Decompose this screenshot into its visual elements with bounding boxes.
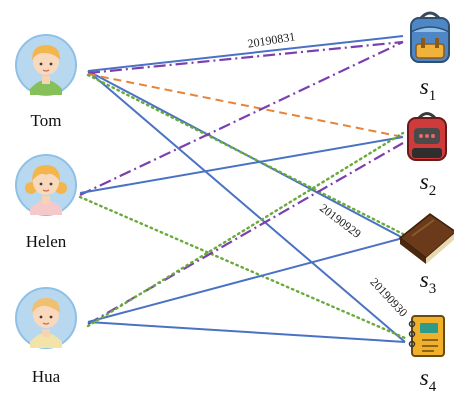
edge-label-tom-s3: 20190929 — [317, 201, 364, 241]
edge-tom-s3-green-dotted — [86, 73, 405, 236]
edge-hua-s2-green-dotted — [86, 131, 405, 328]
edge-hua-s4-blue-solid — [87, 321, 406, 343]
edge-label-tom-s4: 20190930 — [367, 275, 410, 320]
item-label-s3: s3 — [420, 267, 436, 297]
user-label-hua: Hua — [32, 367, 61, 386]
item-label-s4: s4 — [420, 365, 437, 395]
item-label-s1: s1 — [420, 74, 436, 104]
edge-helen-s4-green-dotted — [78, 195, 407, 340]
user-label-helen: Helen — [26, 232, 67, 251]
edge-tom-s4-blue-solid — [87, 70, 406, 343]
edge-helen-s1-purple-dashdot — [79, 41, 404, 196]
notepad-orange-icon — [408, 315, 445, 357]
edge-tom-s1-blue-solid — [87, 35, 404, 72]
user-tom-avatar — [15, 34, 77, 96]
edges-layer — [78, 35, 407, 343]
edge-label-tom-s1: 20190831 — [247, 29, 297, 50]
edge-hua-s3-blue-solid — [87, 237, 404, 323]
edge-helen-s2-blue-solid — [79, 136, 404, 194]
user-helen-avatar — [15, 154, 77, 216]
notebook-brown-icon — [398, 213, 454, 264]
user-label-tom: Tom — [31, 111, 62, 130]
edge-tom-s1-purple-dashdot — [87, 40, 404, 75]
backpack-red-icon — [407, 112, 447, 161]
user-hua-avatar — [15, 287, 77, 349]
backpack-blue-icon — [410, 11, 450, 63]
item-label-s2: s2 — [420, 169, 436, 199]
edge-tom-s2-orange-dashed — [87, 73, 404, 138]
